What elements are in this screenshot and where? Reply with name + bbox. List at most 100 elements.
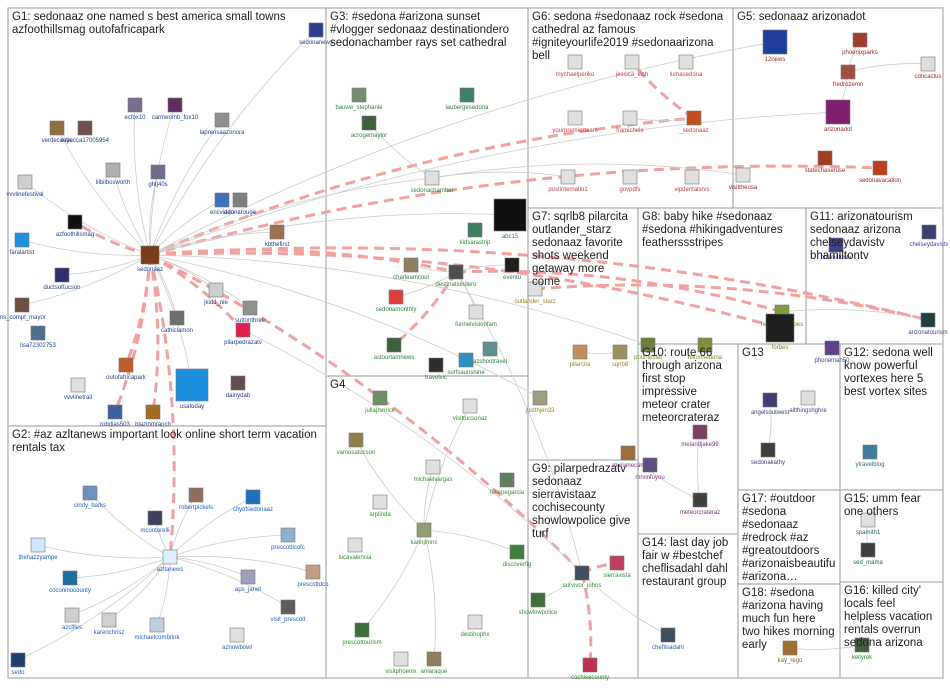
node-abc15[interactable]: abc15	[493, 198, 527, 240]
node-dainydab[interactable]: dainydab	[226, 375, 251, 399]
node-ductsoftucson[interactable]: ductsoftucson	[43, 267, 81, 291]
node-vipdentalsrvs[interactable]: vipdentalsrvs	[674, 169, 710, 193]
node-verdecanyc[interactable]: verdecanyc	[42, 120, 73, 144]
node-prescottdco[interactable]: prescottdco	[297, 564, 329, 588]
node-cochisecounty[interactable]: cochisecounty	[571, 657, 609, 681]
node-melandjake99[interactable]: melandjake99	[681, 424, 719, 448]
node-arizonadot[interactable]: arizonadot	[824, 99, 852, 133]
node-postinternatio1[interactable]: postinternatio1	[548, 169, 588, 193]
node-robertpickels[interactable]: robertpickels	[179, 487, 213, 511]
node-azltanews[interactable]: azltanews	[157, 549, 184, 573]
node-ericvideo[interactable]: ericvideo	[210, 192, 235, 216]
node-cityofsedonaaz[interactable]: cityofsedonaaz	[233, 489, 273, 513]
node-kidsarastrip[interactable]: kidsarastrip	[460, 222, 491, 246]
node-justthjen33[interactable]: justthjen33	[524, 390, 555, 414]
node-arplinda[interactable]: arplinda	[369, 494, 391, 518]
node-carmenmb_fox10[interactable]: carmenmb_fox10	[152, 97, 199, 121]
node-lilbilbosworth[interactable]: lilbilbosworth	[96, 162, 130, 186]
node-sedonakathy[interactable]: sedonakathy	[751, 442, 785, 466]
node-phoenixparks[interactable]: phoenixparks	[842, 32, 878, 56]
node-michaelvargas[interactable]: michaelvargas	[414, 459, 453, 483]
node-lisa72302753[interactable]: lisa72302753	[20, 325, 57, 349]
node-azfoothillsmag[interactable]: azfoothillsmag	[56, 214, 94, 238]
node-spamith1[interactable]: spamith1	[856, 512, 881, 536]
node-visittheusa[interactable]: visittheusa	[729, 167, 758, 191]
node-charleamcool[interactable]: charleamcool	[393, 257, 429, 281]
node-fredrozemn[interactable]: fredrozemn	[833, 64, 863, 88]
node-mrvinfoyou[interactable]: mrvinfoyou	[635, 457, 665, 481]
node-destinationdero[interactable]: destinationdero	[435, 264, 477, 288]
node-laubergesedona[interactable]: laubergesedona	[445, 87, 489, 111]
node-hiltonsedona[interactable]: hiltonsedona	[688, 337, 723, 361]
node-prescotticofc[interactable]: prescotticofc	[271, 527, 305, 551]
node-discoverfig[interactable]: discoverfig	[503, 544, 532, 568]
node-mcontorelli[interactable]: mcontorelli	[140, 510, 170, 534]
node-12news[interactable]: 12news	[762, 29, 788, 63]
node-visit_prescott[interactable]: visit_prescott	[270, 599, 306, 623]
node-statechaseruse[interactable]: statechaseruse	[805, 150, 846, 174]
node-ytravelblog[interactable]: ytravelblog	[855, 444, 885, 468]
node-sed_mama[interactable]: sed_mama	[853, 542, 884, 566]
node-azshootravel[interactable]: azshootravel	[473, 341, 507, 365]
node-karenchrisz[interactable]: karenchrisz	[94, 612, 125, 636]
node-sqrlb8[interactable]: sqrlb8	[612, 344, 629, 368]
node-cindy_barks[interactable]: cindy_barks	[74, 485, 106, 509]
node-sierravista[interactable]: sierravista	[603, 555, 631, 579]
node-sedonavacation[interactable]: sedonavacation	[859, 160, 901, 184]
node-framichele[interactable]: framichele	[616, 110, 644, 134]
node-acrogemaylor[interactable]: acrogemaylor	[351, 115, 387, 139]
node-eventu[interactable]: eventu	[503, 257, 521, 281]
node-funnelvisionfam[interactable]: funnelvisionfam	[455, 304, 497, 328]
node-angelsoutwest[interactable]: angelsoutwest	[751, 392, 790, 416]
node-pounfestel[interactable]: pounfestel	[634, 337, 662, 361]
node-ms_compt_mayor[interactable]: ms_compt_mayor	[0, 297, 46, 321]
node-pilarcita[interactable]: pilarcita	[570, 344, 591, 368]
node-sedonamonthly[interactable]: sedonamonthly	[376, 289, 417, 313]
node-feliepegarcia[interactable]: feliepegarcia	[490, 472, 525, 496]
node-travelvic[interactable]: travelvic	[425, 357, 447, 381]
node-azclfles[interactable]: azclfles	[62, 607, 82, 631]
node-govpdfs[interactable]: govpdfs	[619, 169, 641, 193]
node-cathiclamon[interactable]: cathiclamon	[161, 310, 193, 334]
node-rebecca17005954[interactable]: rebecca17005954	[61, 120, 110, 144]
node-bauwe_stephanie[interactable]: bauwe_stephanie	[335, 87, 383, 111]
node-sedonanews[interactable]: sedonanews	[299, 22, 333, 46]
node-adonarouge[interactable]: adonarouge	[224, 192, 257, 216]
node-_sedonaaz[interactable]: _sedonaaz	[678, 110, 709, 134]
node-lumasedona[interactable]: lumasedona	[670, 54, 703, 78]
node-astourtamnews[interactable]: astourtamnews	[374, 337, 415, 361]
node-allthingshghre[interactable]: allthingshghre	[789, 390, 827, 414]
node-jullapsnrick[interactable]: jullapsnrick	[364, 390, 396, 414]
node-showlowpolice[interactable]: showlowpolice	[519, 592, 558, 616]
node-meteorcrateraz[interactable]: meteorcrateraz	[680, 492, 720, 516]
node-faralartist[interactable]: faralartist	[10, 232, 35, 256]
node-coconinocounty[interactable]: coconinocounty	[49, 570, 91, 594]
node-lucavalencia[interactable]: lucavalencia	[338, 537, 372, 561]
node-prescottourism[interactable]: prescottourism	[342, 622, 382, 646]
node-vvvlinetrail[interactable]: vvvlinetrail	[64, 377, 92, 401]
node-michaelcombrink[interactable]: michaelcombrink	[134, 617, 181, 641]
node-jkidd_nie[interactable]: jkidd_nie	[203, 282, 229, 306]
node-destinophx[interactable]: destinophx	[460, 614, 490, 638]
node-aznowbowl[interactable]: aznowbowl	[222, 627, 252, 651]
node-outofafricapark[interactable]: outofafricapark	[106, 357, 147, 381]
node-chelseydavistv[interactable]: chelseydavistv	[909, 224, 949, 248]
node-kellyrek[interactable]: kellyrek	[852, 637, 873, 661]
node-aps_janet[interactable]: aps_janet	[235, 569, 261, 593]
node-cheflisadahl[interactable]: cheflisadahl	[652, 627, 684, 651]
node-phoneman50[interactable]: phoneman50	[814, 340, 850, 364]
node-survivor_johns[interactable]: survivor_johns	[563, 565, 602, 589]
node-surfsaunshine[interactable]: surfsaunshine	[447, 352, 485, 376]
node-thehazzyampe[interactable]: thehazzyampe	[18, 537, 58, 561]
node-usatoday[interactable]: usatoday	[175, 368, 209, 410]
node-kbthefirst[interactable]: kbthefirst	[265, 224, 290, 248]
node-sedonachamber[interactable]: sedonachamber	[410, 170, 454, 194]
node-sedo[interactable]: sedo	[10, 652, 26, 676]
node-vvvlinefestival[interactable]: vvvlinefestival	[6, 174, 44, 198]
node-suttonthree[interactable]: suttonthree	[235, 300, 266, 324]
node-mychaelperiko[interactable]: mychaelperiko	[556, 54, 595, 78]
node-vamosatucson[interactable]: vamosatucson	[337, 432, 376, 456]
node-blazinmranch[interactable]: blazinmranch	[135, 404, 171, 428]
node-pilarpedrazatv[interactable]: pilarpedrazatv	[224, 322, 262, 346]
node-laprensaazonora[interactable]: laprensaazonora	[200, 112, 245, 136]
